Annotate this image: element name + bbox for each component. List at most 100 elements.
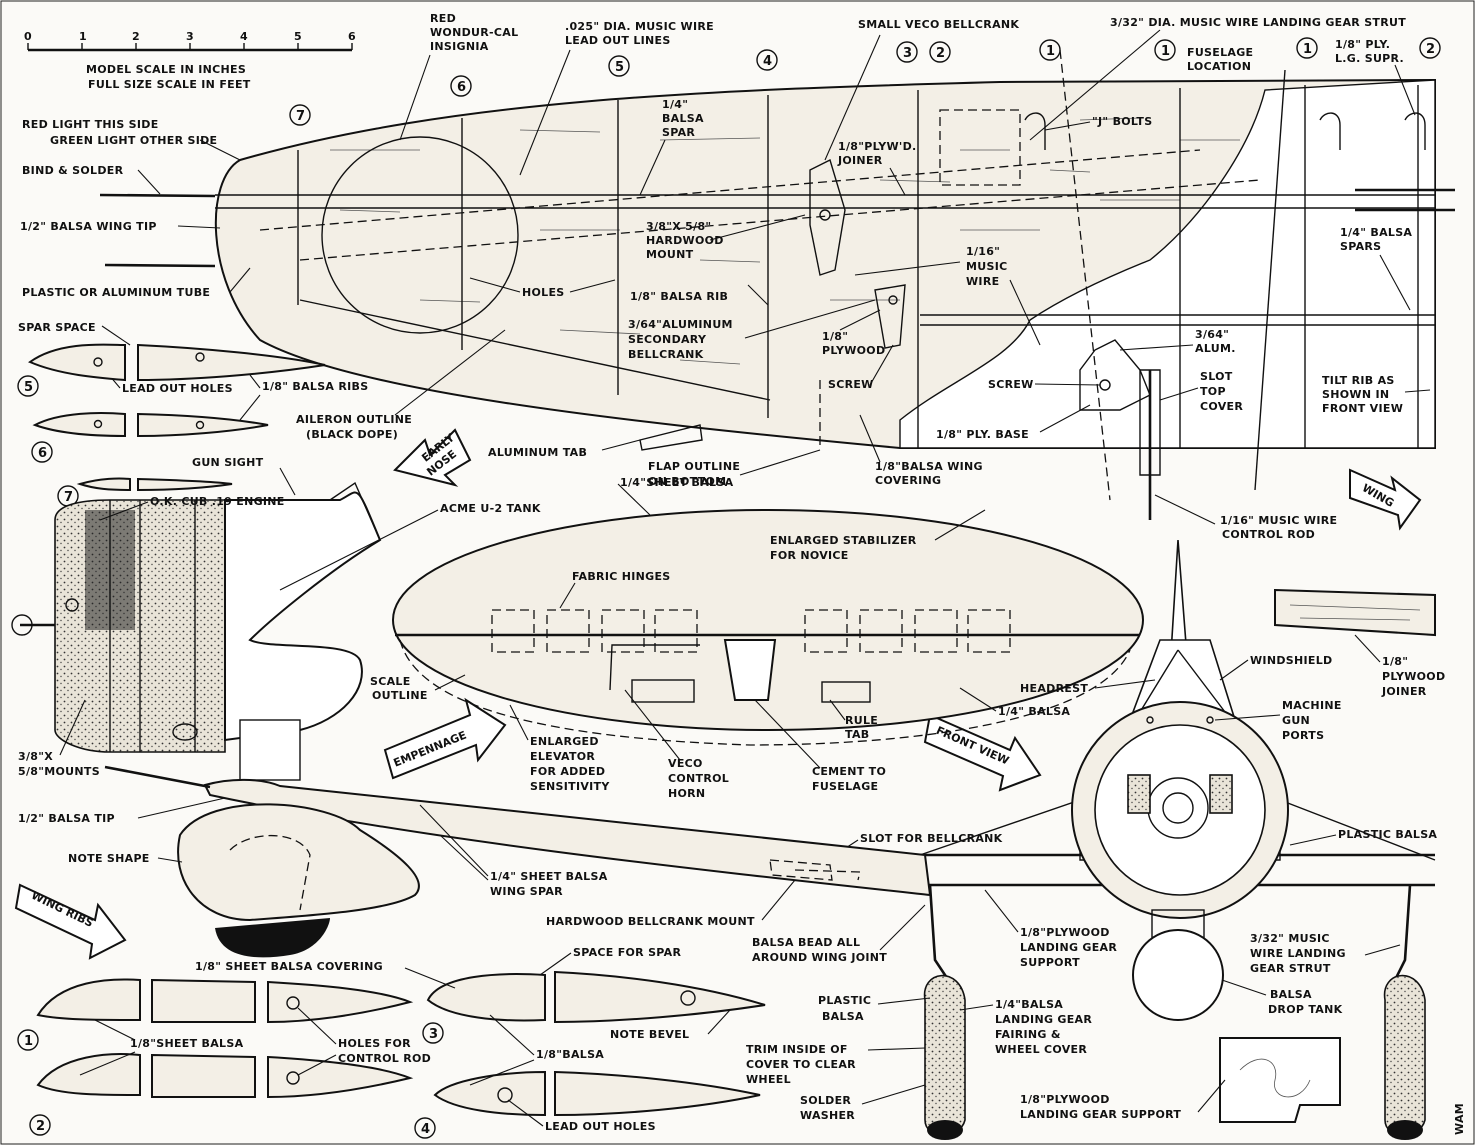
lbl-note-bevel: NOTE BEVEL: [610, 1028, 689, 1041]
lbl-lgs-2: LANDING GEAR: [1020, 941, 1117, 954]
lbl-mounts-2: 5/8"MOUNTS: [18, 765, 100, 778]
lbl-headrest: HEADREST: [1020, 682, 1088, 695]
lbl-holes: HOLES: [522, 286, 565, 299]
scale-caption-1: MODEL SCALE IN INCHES: [86, 63, 246, 76]
station-7: 7: [296, 109, 305, 124]
station-1b: 1: [1161, 44, 1170, 59]
lbl-screw-b: SCREW: [988, 378, 1034, 391]
station-3: 3: [903, 46, 912, 61]
lbl-cement-2: FUSELAGE: [812, 780, 878, 793]
lbl-mount-1: 3/8"X 5/8": [646, 220, 711, 233]
lbl-pj-3: JOINER: [1381, 685, 1427, 698]
lbl-gun-1: MACHINE: [1282, 699, 1342, 712]
lbl-joiner-1: 1/8"PLYW'D.: [838, 140, 917, 153]
lbl-fuselage-1: FUSELAGE: [1187, 46, 1253, 59]
lbl-veco-horn-1: VECO: [668, 757, 703, 770]
lbl-veco-bellcrank: SMALL VECO BELLCRANK: [858, 18, 1019, 31]
lbl-lgs-1: 1/8"PLYWOOD: [1020, 926, 1110, 939]
lbl-ply-supr-1: 1/8" PLY.: [1335, 38, 1390, 51]
lbl-mw-3: WIRE: [966, 275, 999, 288]
lbl-red-light-2: GREEN LIGHT OTHER SIDE: [50, 134, 217, 147]
lbl-elevator-4: SENSITIVITY: [530, 780, 610, 793]
lbl-alum-1: 3/64": [1195, 328, 1229, 341]
lbl-drop-2: DROP TANK: [1268, 1003, 1343, 1016]
arrow-wing-ribs: WING RIBS: [14, 883, 127, 960]
rib-num-4: 4: [421, 1122, 430, 1137]
bellcrank-shape: [809, 159, 846, 276]
lbl-holes-ctrl-1: HOLES FOR: [338, 1037, 411, 1050]
lbl-trim-1: TRIM INSIDE OF: [746, 1043, 848, 1056]
rib-num-2: 2: [36, 1119, 45, 1134]
lbl-veco-horn-3: HORN: [668, 787, 705, 800]
lbl-balsa-ribs: 1/8" BALSA RIBS: [262, 380, 368, 393]
lbl-pb-l-2: BALSA: [822, 1010, 864, 1023]
lbl-veco-horn-2: CONTROL: [668, 772, 729, 785]
lbl-screw-a: SCREW: [828, 378, 874, 391]
lbl-leadout-2: LEAD OUT LINES: [565, 34, 671, 47]
lbl-pj-2: PLYWOOD: [1382, 670, 1445, 683]
lbl-ply-supr-2: L.G. SUPR.: [1335, 52, 1404, 65]
lbl-spars-2: SPARS: [1340, 240, 1381, 253]
lbl-engine: O.K. CUB .19 ENGINE: [150, 495, 285, 508]
lbl-bind-solder: BIND & SOLDER: [22, 164, 124, 177]
lbl-drop-1: BALSA: [1270, 988, 1312, 1001]
lbl-scale-outline-1: SCALE: [370, 675, 411, 688]
lbl-mount-2: HARDWOOD: [646, 234, 724, 247]
lbl-plastic-tube: PLASTIC OR ALUMINUM TUBE: [22, 286, 210, 299]
lbl-leadout-1: .025" DIA. MUSIC WIRE: [565, 20, 714, 33]
scale-bar: 0 1 2 3 4 5 6 MODEL SCALE IN INCHES FULL…: [24, 30, 356, 91]
lower-wing-section: 1/2" BALSA TIP NOTE SHAPE 1/4" SHEET BAL…: [18, 765, 932, 958]
stabilizer-plan: 1/4"SHEET BALSA ENLARGED STABILIZER FOR …: [370, 476, 1144, 800]
lbl-red-2: WONDUR-CAL: [430, 26, 518, 39]
scale-tick-5: 5: [294, 30, 302, 43]
lbl-fair-1: 1/4"BALSA: [995, 998, 1063, 1011]
lbl-lgs-3: SUPPORT: [1020, 956, 1080, 969]
rib-station-markers: 7 6 5 4 3 2 1 1 1 2: [289, 37, 1441, 126]
lbl-slot-3: COVER: [1200, 400, 1243, 413]
lbl-tank: ACME U-2 TANK: [440, 502, 541, 515]
lbl-gun-2: GUN: [1282, 714, 1310, 727]
lbl-fair-2: LANDING GEAR: [995, 1013, 1092, 1026]
lbl-cement-1: CEMENT TO: [812, 765, 886, 778]
lbl-strut-1: 3/32" MUSIC: [1250, 932, 1330, 945]
lbl-elevator-2: ELEVATOR: [530, 750, 595, 763]
scale-tick-4: 4: [240, 30, 248, 43]
lbl-gun-sight: GUN SIGHT: [192, 456, 264, 469]
rib-num-6: 6: [38, 446, 47, 461]
lbl-fair-4: WHEEL COVER: [995, 1043, 1087, 1056]
lbl-j-bolts: "J" BOLTS: [1092, 115, 1152, 128]
station-6: 6: [457, 80, 466, 95]
wing-ribs-1-4: 1 2 3 4 1/8" SHEET BALSA COVERING SPACE …: [17, 946, 766, 1139]
lbl-control-rod-2: CONTROL ROD: [1222, 528, 1315, 541]
lbl-balsa-rib: 1/8" BALSA RIB: [630, 290, 728, 303]
arrow-wing: WING: [1349, 468, 1422, 531]
arrow-empennage: EMPENNAGE: [383, 697, 507, 780]
lbl-sheet-cover: 1/8" SHEET BALSA COVERING: [195, 960, 383, 973]
lbl-wing-cover-2: COVERING: [875, 474, 941, 487]
lbl-holes-ctrl-2: CONTROL ROD: [338, 1052, 431, 1065]
lbl-fuselage-2: LOCATION: [1187, 60, 1251, 73]
lbl-bead-1: BALSA BEAD ALL: [752, 936, 860, 949]
arrow-front-view: FRONT VIEW: [923, 713, 1042, 792]
lbl-alum-sec-1: 3/64"ALUMINUM: [628, 318, 733, 331]
lbl-solder-1: SOLDER: [800, 1094, 851, 1107]
lbl-aileron-1: AILERON OUTLINE: [296, 413, 412, 426]
lbl-stab-balsa: 1/4" BALSA: [998, 705, 1070, 718]
lbl-elevator-3: FOR ADDED: [530, 765, 605, 778]
rib-num-3: 3: [429, 1027, 438, 1042]
front-view: WINDSHIELD HEADREST 1/8" PLYWOOD JOINER …: [746, 539, 1466, 1140]
lbl-wing-spar-2: WING SPAR: [490, 885, 563, 898]
lbl-tilt-1: TILT RIB AS: [1322, 374, 1395, 387]
lbl-stab-enlarged-1: ENLARGED STABILIZER: [770, 534, 917, 547]
lbl-note-shape: NOTE SHAPE: [68, 852, 150, 865]
lbl-flap-1: FLAP OUTLINE: [648, 460, 740, 473]
lbl-slot-bellcrank: SLOT FOR BELLCRANK: [860, 832, 1003, 845]
rib-num-1: 1: [24, 1034, 33, 1049]
scale-tick-3: 3: [186, 30, 194, 43]
insignia-circle: [321, 136, 519, 334]
scale-tick-0: 0: [24, 30, 32, 43]
lbl-gun-3: PORTS: [1282, 729, 1324, 742]
station-4: 4: [763, 54, 772, 69]
lbl-spar-3: SPAR: [662, 126, 695, 139]
